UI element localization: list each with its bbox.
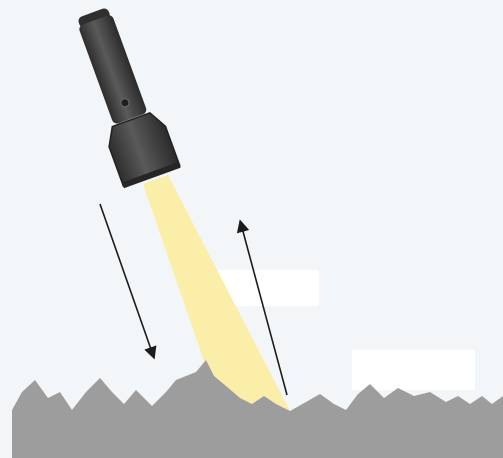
blank-label-box-2 <box>352 350 475 390</box>
incident-arrow <box>100 204 153 355</box>
flashlight <box>64 2 181 188</box>
flashlight-body <box>78 14 148 125</box>
